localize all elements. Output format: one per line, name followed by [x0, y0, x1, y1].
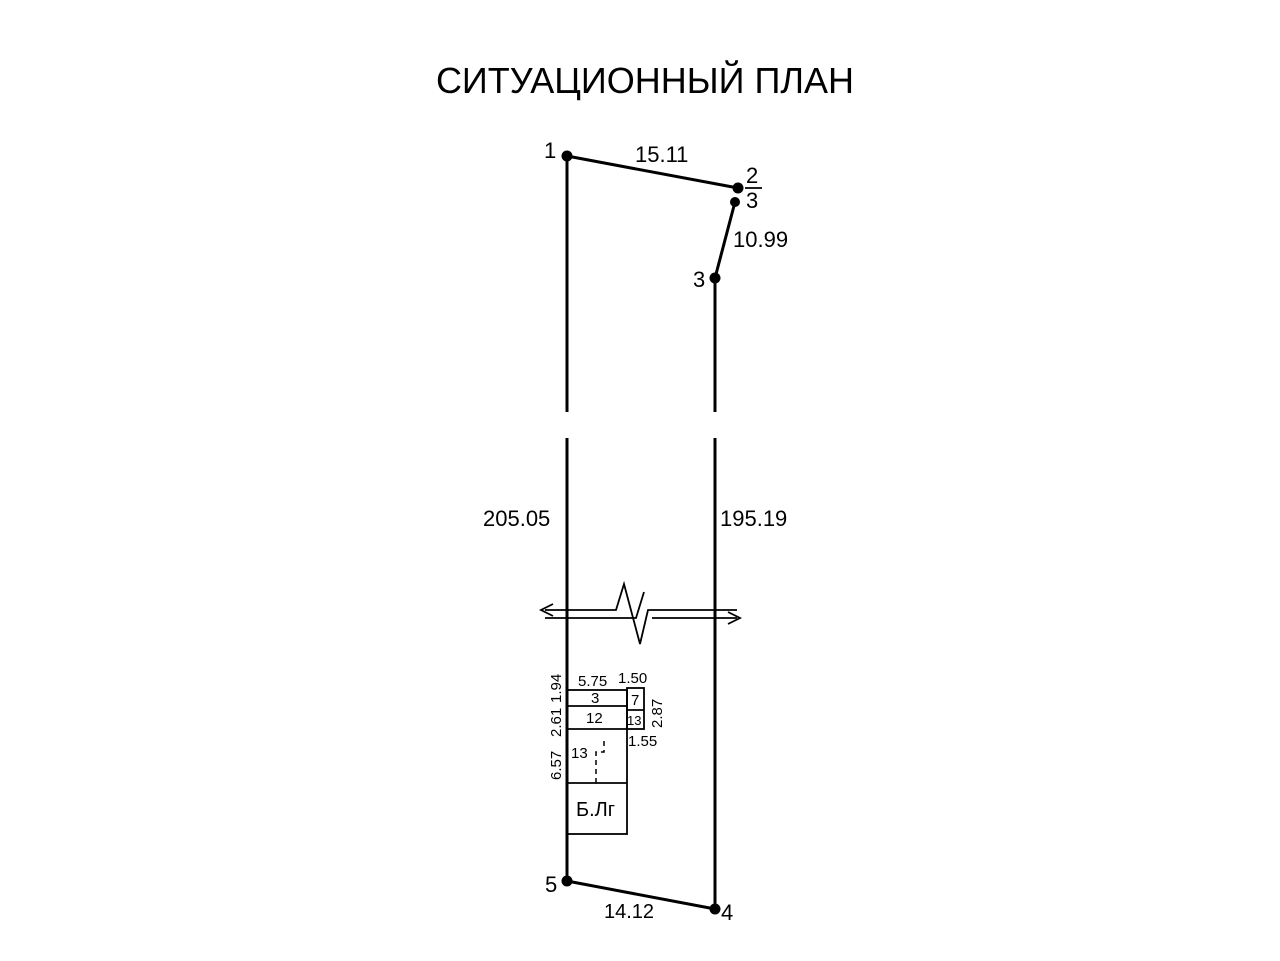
page-title: СИТУАЦИОННЫЙ ПЛАН: [436, 59, 854, 101]
point-4-marker: [709, 903, 721, 915]
building-height-left-mid: 2.61: [548, 708, 565, 737]
dimension-top-edge: 15.11: [635, 142, 688, 167]
arrow-right-icon: [727, 611, 743, 625]
dimension-right-long-edge: 195.19: [720, 506, 787, 531]
break-symbol: [538, 580, 743, 645]
building-dashed-partition: [595, 740, 605, 783]
building-main-outline: [566, 689, 628, 835]
point-5-label: 5: [545, 872, 557, 897]
break-line-lower-left: [545, 591, 645, 619]
boundary-edge-5-4: [566, 879, 716, 911]
building-width-main: 5.75: [578, 673, 607, 690]
arrow-left-icon: [538, 603, 554, 617]
point-2-label: 2: [746, 163, 758, 188]
building-width-annex: 1.50: [618, 670, 647, 687]
point-1-marker: [561, 150, 573, 162]
building-height-left-top: 1.94: [548, 674, 565, 703]
break-line-upper: [545, 580, 737, 645]
dimension-right-short-edge: 10.99: [733, 227, 788, 252]
point-3-marker: [709, 272, 721, 284]
building-height-right: 2.87: [649, 699, 666, 728]
point-2-marker: [732, 182, 744, 194]
boundary-edge-2-3: [713, 201, 737, 279]
boundary-edge-1-2: [566, 154, 739, 190]
room-13-small-label: 13: [627, 713, 641, 728]
room-13-label: 13: [571, 745, 588, 762]
room-12-label: 12: [586, 710, 603, 727]
point-5-marker: [561, 875, 573, 887]
point-4-label: 4: [721, 900, 733, 925]
point-3-small-marker: [730, 197, 740, 207]
point-3-small-label: 3: [746, 188, 758, 213]
building: 5.75 1.50 1.55 1.94 2.61 6.57 2.87 3 7 1…: [548, 670, 666, 835]
room-3-label: 3: [591, 690, 599, 707]
point-1-label: 1: [544, 138, 556, 163]
point-3-label: 3: [693, 267, 705, 292]
dimension-left-long-edge: 205.05: [483, 506, 550, 531]
building-block-label: Б.Лг: [576, 799, 615, 821]
room-7-label: 7: [631, 692, 639, 709]
building-height-left-bottom: 6.57: [548, 751, 565, 780]
building-annex-outline: [626, 687, 645, 730]
building-annex-bottom: 1.55: [628, 733, 657, 750]
dimension-bottom-edge: 14.12: [604, 901, 654, 923]
